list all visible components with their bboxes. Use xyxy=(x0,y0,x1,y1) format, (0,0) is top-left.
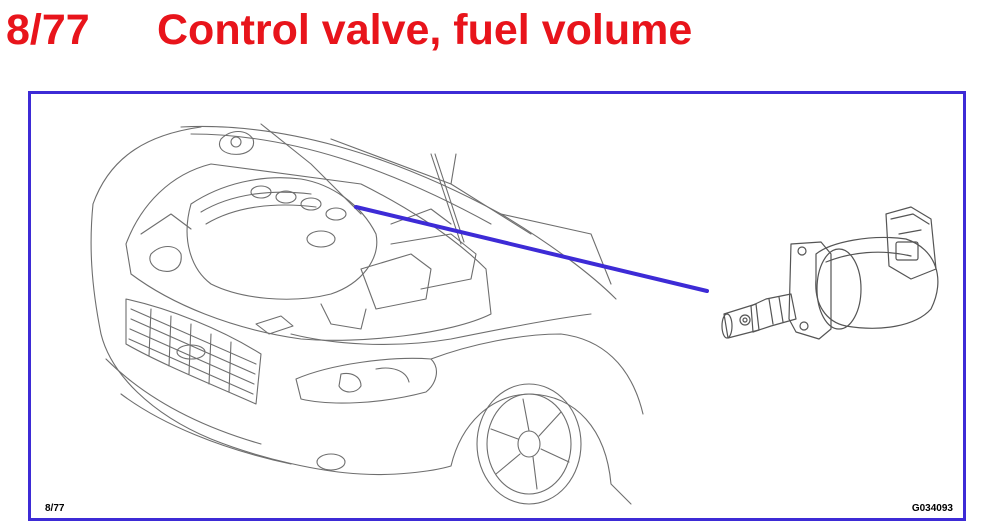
car-line-art xyxy=(90,123,644,505)
illustration xyxy=(90,123,939,505)
figure-page-ref: 8/77 xyxy=(45,503,65,514)
control-valve-drawing xyxy=(721,206,939,340)
page-number: 8/77 xyxy=(6,6,90,54)
figure-image-code: G034093 xyxy=(911,503,953,514)
pointer-line xyxy=(354,205,709,293)
figure-frame: 8/77 G034093 xyxy=(28,91,966,521)
title-text: Control valve, fuel volume xyxy=(157,6,693,54)
